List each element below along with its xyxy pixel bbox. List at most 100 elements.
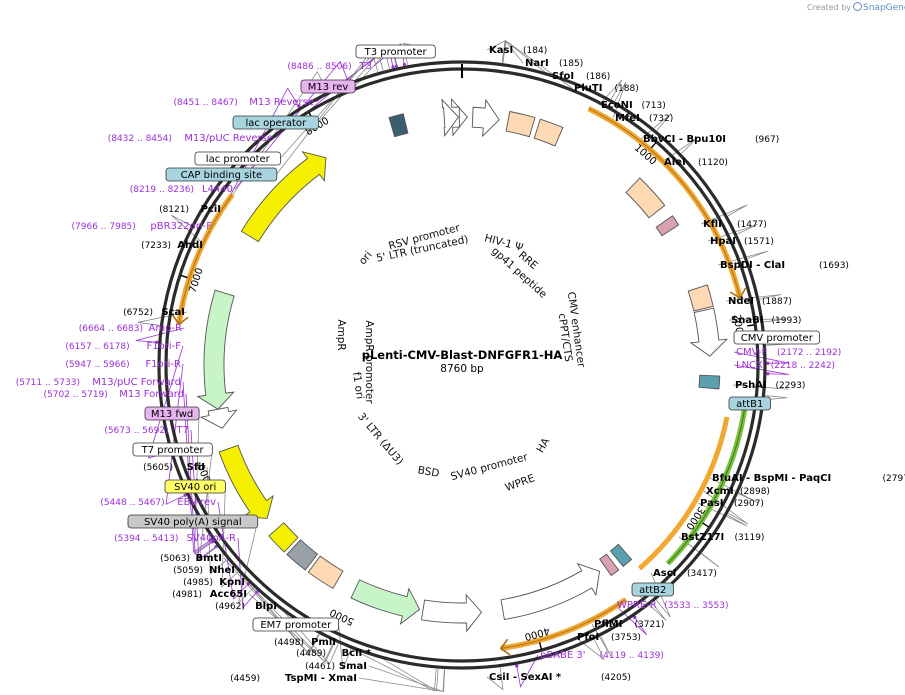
primer-range: (8219 .. 8236) [130,185,194,195]
enzyme-name: HpaI [710,236,736,247]
primer-name: M13 Reverse [249,97,314,108]
primer-range: (5702 .. 5719) [44,390,108,400]
enzyme-position: (4981) [172,590,202,600]
feature-box-text: lac operator [246,118,307,129]
ampr-arrow [196,289,235,410]
enzyme-label-bfuai: BfuAI - BspMI - PaqCI (2797) [712,473,905,484]
green-orf-arc-core [667,401,747,564]
primer-label-sv40pa-r: SV40pA-R(5394 .. 5413) [114,533,236,544]
feature-box-leader [194,412,213,554]
primer-name: CMV-F [736,347,767,358]
primer-range: (4119 .. 4139) [600,651,664,661]
primer-label-ebv-rev: EBV-rev(5448 .. 5467) [100,497,216,508]
credit-prefix: Created by [807,3,852,12]
enzyme-position: (6752) [123,308,153,318]
enzyme-label-xcmi: XcmI(2898) [706,486,770,497]
enzyme-name: CsiI - SexAI * [489,672,562,683]
enzyme-label-mfei: MfeI(732) [615,113,673,124]
feature-box-sv40-poly-a-signal: SV40 poly(A) signal [127,514,259,529]
sv40-ori-arrow [268,522,299,553]
transcript-arrowhead [499,638,511,656]
primer-leader [516,654,539,688]
enzyme-label-nari: NarI(185) [525,58,583,69]
snapgene-logo-icon [853,2,863,11]
enzyme-leader [337,641,437,692]
enzyme-name: AscI [653,568,676,579]
enzyme-leader [678,536,720,568]
feature-box-em7-promoter: EM7 promoter [252,617,339,632]
enzyme-position: (8121) [159,205,189,215]
feature-box-bg [127,514,259,529]
enzyme-position: (1887) [762,297,792,307]
enzyme-leader [358,669,446,692]
map-center: pLenti-CMV-Blast-DNFGFR1-HA 8760 bp [362,348,563,375]
feature-box-m13-rev: M13 rev [300,79,356,94]
primer-range: (7966 .. 7985) [72,222,136,232]
enzyme-label-econi: EcoNI(713) [601,100,666,111]
enzyme-position: (2797) [883,474,905,484]
enzyme-leader [703,490,748,525]
enzyme-position: (2898) [740,487,770,497]
feature-box-sv40-ori: SV40 ori [164,479,226,494]
feature-box-attb2: attB2 [631,582,674,597]
primer-range: (5711 .. 5733) [16,378,80,388]
enzyme-leader [372,652,439,692]
feature-box-text: attB1 [736,399,763,410]
segment-label: BSD [417,464,441,480]
segment-label: HA [534,435,552,455]
primer-leader [614,604,648,636]
feature-box-text: T3 promoter [364,47,428,58]
hiv1-psi-2-arrow [533,118,564,147]
enzyme-name: PciI [201,204,221,215]
enzyme-name: SfiI [187,462,205,473]
enzyme-name: BclI * [342,648,372,659]
lac-operator-block-arrow [388,113,409,138]
feature-box-text: CAP binding site [181,170,263,181]
segment-label: 3' LTR (ΔU3) [355,411,405,468]
segment-label: f1 ori [350,371,366,400]
enzyme-name: KasI [489,45,513,56]
enzyme-position: (3721) [635,620,665,630]
ori-arrow [240,151,327,243]
primer-range: (8486 .. 8506) [287,62,351,72]
primer-site-mark [402,62,407,67]
primer-leader [182,381,212,553]
enzyme-leader [661,137,698,163]
enzyme-position: (713) [642,101,666,111]
feature-box-text: M13 rev [308,82,349,93]
primer-name: F1ori-F [147,341,182,352]
sv40-promoter-arrow [420,593,483,633]
primer-label-pbr322ori-f: pBR322ori-F(7966 .. 7985) [72,221,213,232]
primer-site-mark [766,372,770,376]
enzyme-name: KflI [703,219,722,230]
enzyme-label-pflmi: PflMI(3721) [594,619,664,630]
enzyme-leader [728,318,786,323]
insert-arc [637,416,730,571]
primer-leader [190,429,217,561]
feature-box-text: T7 promoter [141,445,205,456]
enzyme-name: SmaI [339,661,367,672]
enzyme-position: (732) [649,114,673,124]
feature-box-t7-promoter: T7 promoter [132,442,213,457]
enzyme-name: BfuAI - BspMI - PaqCI [712,473,831,484]
enzyme-name: PluTI [574,83,602,94]
feature-box-bg [165,167,278,182]
enzyme-position: (4205) [601,673,631,683]
enzyme-label-alei: AleI(1120) [664,157,728,168]
tick-mark [180,274,188,279]
feature-box-bg [300,79,356,94]
primer-name: L4440 [202,184,233,195]
enzyme-name: BstZ17I [681,532,724,543]
hiv1-psi-arrow [505,110,536,138]
primer-label-wpre-r: WPRE-R(3533 .. 3553) [617,600,728,611]
feature-box-text: M13 fwd [151,409,193,420]
primer-name: pBABE 3' [540,650,586,661]
transcript-arc-core [588,108,741,299]
primer-label-pbabe-3-: pBABE 3' (4119 .. 4139) [540,650,664,661]
primer-site-mark [246,582,250,586]
primer-range: (5448 .. 5467) [100,498,164,508]
primer-label-t3: T3(8486 .. 8506) [287,61,372,72]
enzyme-label-hpai: HpaI(1571) [710,236,774,247]
enzyme-label-pasi: PasI(2907) [700,498,764,509]
primer-name: WPRE-R [617,600,657,611]
